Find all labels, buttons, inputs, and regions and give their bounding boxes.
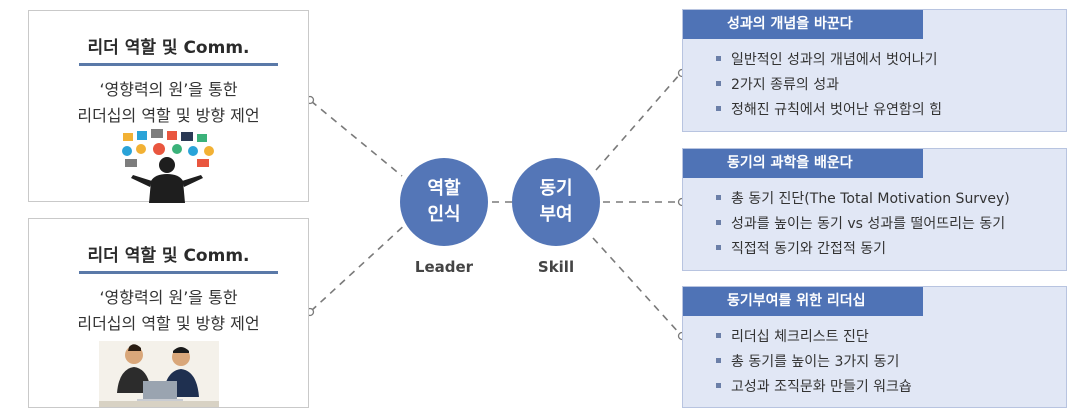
- list-item: 리더십 체크리스트 진단: [716, 325, 912, 350]
- panel-title: 동기의 과학을 배운다: [683, 149, 923, 178]
- card-description: ‘영향력의 원’을 통한 리더십의 역할 및 방향 제언: [29, 285, 308, 337]
- leader-role-card-2: 리더 역할 및 Comm. ‘영향력의 원’을 통한 리더십의 역할 및 방향 …: [28, 218, 309, 408]
- business-meeting-photo: [99, 341, 219, 407]
- connector-card2-to-circle: [310, 221, 409, 312]
- list-item: 2가지 종류의 성과: [716, 73, 942, 98]
- list-item: 고성과 조직문화 만들기 워크숍: [716, 375, 912, 400]
- card-desc-line: 리더십의 역할 및 방향 제언: [77, 106, 260, 125]
- list-item: 성과를 높이는 동기 vs 성과를 떨어뜨리는 동기: [716, 212, 1010, 237]
- panel-motivation-leadership: 동기부여를 위한 리더십 리더십 체크리스트 진단 총 동기를 높이는 3가지 …: [682, 286, 1067, 408]
- circle-label-line: 인식: [427, 204, 461, 225]
- card-desc-line: ‘영향력의 원’을 통한: [99, 288, 238, 307]
- motivation-circle: 동기 부여: [512, 158, 600, 246]
- connector-card1-to-circle: [310, 100, 403, 177]
- panel-motivation-science: 동기의 과학을 배운다 총 동기 진단(The Total Motivation…: [682, 148, 1067, 271]
- leader-role-card-1: 리더 역할 및 Comm. ‘영향력의 원’을 통한 리더십의 역할 및 방향 …: [28, 10, 309, 203]
- card-title: 리더 역할 및 Comm.: [87, 38, 250, 58]
- connector-to-panel3: [592, 237, 681, 335]
- circle-label-line: 부여: [539, 204, 573, 225]
- list-item: 일반적인 성과의 개념에서 벗어나기: [716, 48, 942, 73]
- panel-item-list: 리더십 체크리스트 진단 총 동기를 높이는 3가지 동기 고성과 조직문화 만…: [716, 325, 912, 400]
- list-item: 총 동기 진단(The Total Motivation Survey): [716, 187, 1010, 212]
- panel-title: 성과의 개념을 바꾼다: [683, 10, 923, 39]
- panel-item-list: 일반적인 성과의 개념에서 벗어나기 2가지 종류의 성과 정해진 규칙에서 벗…: [716, 48, 942, 123]
- panel-item-list: 총 동기 진단(The Total Motivation Survey) 성과를…: [716, 187, 1010, 262]
- panel-performance-concept: 성과의 개념을 바꾼다 일반적인 성과의 개념에서 벗어나기 2가지 종류의 성…: [682, 9, 1067, 132]
- card-desc-line: 리더십의 역할 및 방향 제언: [77, 314, 260, 333]
- circle-label-line: 동기: [539, 178, 573, 199]
- connector-to-panel1: [595, 73, 681, 171]
- list-item: 정해진 규칙에서 벗어난 유연함의 힘: [716, 98, 942, 123]
- list-item: 직접적 동기와 간접적 동기: [716, 237, 1010, 262]
- card-description: ‘영향력의 원’을 통한 리더십의 역할 및 방향 제언: [29, 77, 308, 129]
- card-desc-line: ‘영향력의 원’을 통한: [99, 80, 238, 99]
- role-awareness-circle: 역할 인식: [400, 158, 488, 246]
- title-underline: [79, 63, 278, 66]
- list-item: 총 동기를 높이는 3가지 동기: [716, 350, 912, 375]
- circle-label-line: 역할: [427, 178, 461, 199]
- card-title: 리더 역할 및 Comm.: [87, 246, 250, 266]
- title-underline: [79, 271, 278, 274]
- panel-title: 동기부여를 위한 리더십: [683, 287, 923, 316]
- leader-caption: Leader: [414, 258, 474, 276]
- skill-caption: Skill: [537, 258, 575, 276]
- leader-presenter-illustration: [122, 129, 214, 203]
